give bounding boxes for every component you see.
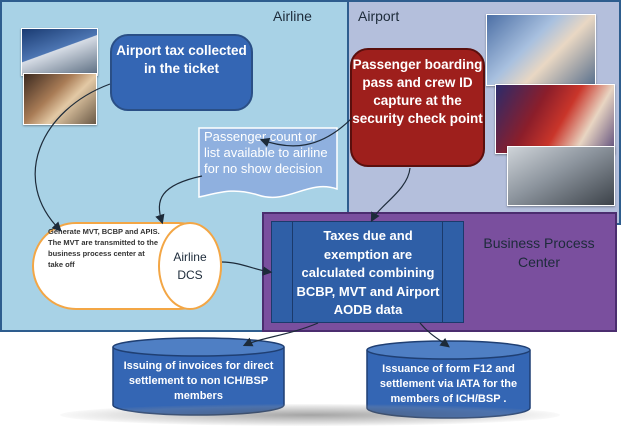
taxes-box-right-bar (442, 222, 463, 322)
devices-photo (507, 146, 615, 206)
airplane-photo (21, 28, 98, 76)
taxes-calculation-box (271, 221, 464, 323)
boarding-pass-capture-box: Passenger boarding pass and crew ID capt… (350, 48, 485, 167)
passenger-count-document: Passenger count or list available to air… (198, 127, 338, 203)
check-in-photo (23, 73, 97, 125)
cylinder-shape (112, 337, 285, 416)
ground-shadow (60, 404, 560, 426)
airline-label: Airline (273, 8, 312, 24)
passenger-count-text: Passenger count or list available to air… (204, 129, 328, 176)
cylinder-shape (366, 340, 531, 419)
boarding-pass-text: Passenger boarding pass and crew ID capt… (352, 57, 483, 126)
taxes-box-left-bar (272, 222, 293, 322)
taxes-calculation-text: Taxes due and exemption are calculated c… (296, 228, 440, 317)
airport-tax-box: Airport tax collected in the ticket (110, 34, 253, 111)
invoices-text: Issuing of invoices for direct settlemen… (123, 360, 274, 402)
security-check-photo (486, 14, 596, 86)
passports-photo (495, 84, 615, 154)
business-process-center-label: Business Process Center (483, 235, 595, 270)
iata-settlement-text: Issuance of form F12 and settlement via … (379, 363, 518, 405)
airport-tax-text: Airport tax collected in the ticket (116, 43, 247, 76)
generate-mvt-text: Generate MVT, BCBP and APIS. The MVT are… (48, 227, 160, 269)
iata-settlement-cylinder: Issuance of form F12 and settlement via … (366, 340, 531, 420)
airline-dcs-label: Airline DCS (173, 250, 207, 282)
airport-label: Airport (358, 8, 400, 24)
airline-dcs-circle (158, 222, 222, 310)
invoices-cylinder: Issuing of invoices for direct settlemen… (112, 337, 285, 417)
